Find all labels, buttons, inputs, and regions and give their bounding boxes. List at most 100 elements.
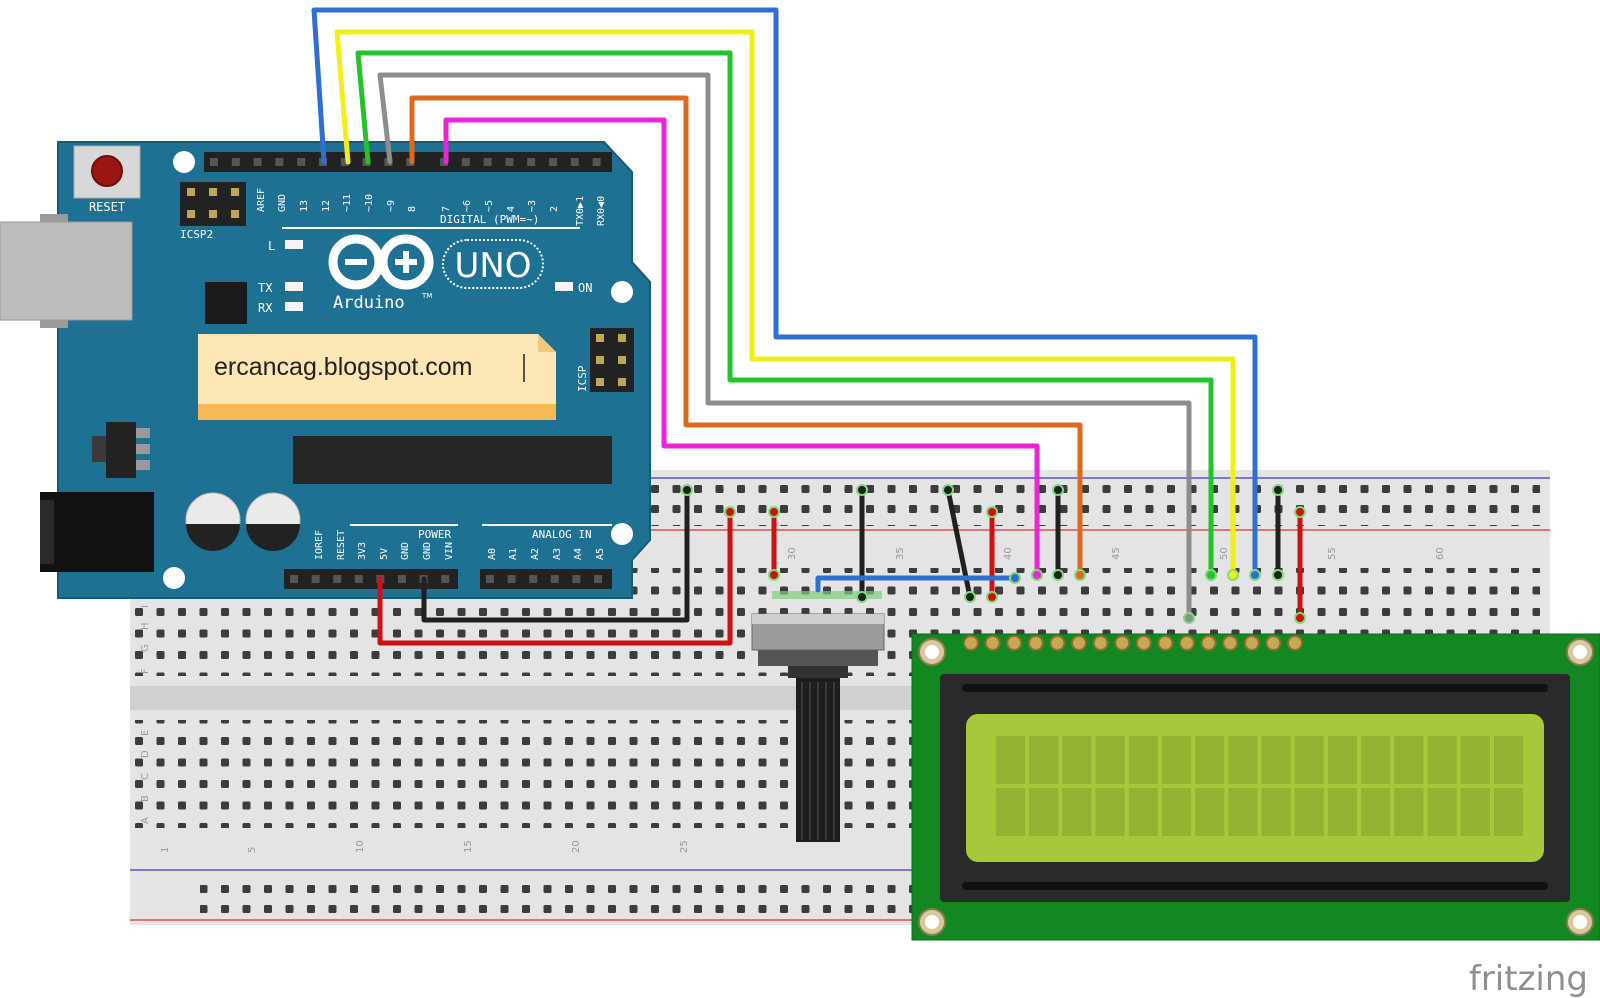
lcd-char-cell (1261, 736, 1291, 784)
lcd-header-pins (963, 635, 1303, 651)
lcd-pin (1092, 635, 1109, 651)
wire-end (1052, 484, 1064, 496)
header-pin (354, 575, 363, 583)
pin-label: TX0▶1 (575, 196, 586, 226)
lcd-char-cell (1261, 788, 1291, 836)
wire-end (986, 591, 998, 603)
wire-end (724, 506, 736, 518)
top-rail-holes (640, 482, 1540, 526)
header-pin (253, 158, 262, 166)
lcd-char-cell (1427, 788, 1457, 836)
lcd-pin (1179, 635, 1195, 651)
header-pin (594, 575, 602, 583)
pin-label: 2 (549, 206, 560, 212)
uno-badge (442, 239, 544, 289)
lcd-pin (1157, 635, 1174, 651)
lcd-char-cell (1195, 788, 1225, 836)
rx-led-label: RX (258, 301, 273, 315)
mounting-hole (611, 523, 633, 545)
lcd-pin (963, 635, 979, 651)
pin-label: 13 (299, 200, 310, 212)
header-pin (398, 575, 406, 583)
mounting-hole (611, 281, 633, 303)
header-pin (333, 575, 342, 583)
header-pin (507, 575, 516, 583)
on-led (555, 282, 573, 291)
capacitor (245, 492, 301, 551)
pin-label: A3 (552, 548, 563, 560)
lcd-pin (1287, 635, 1303, 651)
tx-led-label: TX (258, 281, 273, 295)
wire-blue-contrast (815, 575, 1018, 593)
pin-label: 12 (321, 200, 332, 212)
pin-label: ~5 (484, 200, 495, 212)
header-pin (340, 158, 349, 166)
col-number: 15 (463, 840, 474, 853)
pin-label: VIN (444, 542, 455, 560)
trademark: TM (421, 292, 432, 300)
col-number: 50 (1219, 547, 1230, 560)
wires (311, 7, 1303, 646)
wire-yellow (334, 29, 1236, 578)
lcd-pin (1027, 635, 1044, 651)
icsp-header (590, 328, 634, 392)
lcd-char-cell (1294, 736, 1324, 784)
pin-label: AREF (256, 188, 267, 212)
lcd-char-cell (1427, 736, 1457, 784)
fritzing-watermark: fritzing (1469, 959, 1588, 998)
col-number: 30 (787, 547, 798, 560)
reset-button-cap[interactable] (91, 155, 123, 187)
lcd-pin (1200, 635, 1217, 651)
header-pin (570, 158, 579, 166)
reset-label: RESET (89, 200, 125, 214)
row-letter: F (140, 668, 151, 674)
row-letter: G (140, 644, 151, 652)
lcd-pin (1114, 635, 1131, 651)
col-number: 10 (355, 840, 366, 853)
lcd-char-cell (1460, 736, 1490, 784)
uno-label: UNO (454, 246, 531, 286)
pin-label: 3V3 (357, 542, 368, 560)
header-pin (527, 158, 536, 166)
wire-black-gnd (421, 487, 690, 623)
potentiometer[interactable] (751, 591, 885, 842)
lcd-char-cell (1162, 788, 1191, 836)
digital-label: DIGITAL (PWM=~) (440, 213, 539, 226)
lcd-char-cell (1394, 736, 1424, 784)
note-sticker (198, 334, 556, 420)
pin-label: RESET (336, 530, 347, 560)
lcd-char-cell (1062, 736, 1092, 784)
pin-label: A2 (530, 548, 541, 560)
lcd-char-cell (1494, 736, 1523, 784)
col-number: 40 (1003, 547, 1014, 560)
arduino-uno-board: RESET ICSP2 AREF GND 13 12 ~11 ~10 ~9 8 … (0, 141, 651, 599)
col-number: 25 (679, 840, 690, 853)
header-pin (210, 158, 218, 166)
wire-end (1052, 569, 1064, 581)
row-letter: B (140, 795, 151, 802)
header-pin (486, 575, 494, 583)
bottom-rail-holes (200, 874, 920, 914)
lcd-char-cell (1128, 788, 1158, 836)
usb-connector (0, 221, 133, 321)
lcd-char-cell (996, 736, 1025, 784)
col-number: 5 (247, 847, 258, 853)
pin-label: A5 (595, 548, 606, 560)
lcd-char-cell (1029, 736, 1059, 784)
header-pin (529, 575, 538, 583)
pin-label: 7 (441, 206, 452, 212)
wire-end (681, 484, 693, 496)
usb-tab (40, 320, 68, 328)
lcd-char-cell (1062, 788, 1092, 836)
analog-header-pins (486, 575, 602, 583)
icsp-label: ICSP (576, 365, 589, 392)
lcd-char-cell (1494, 788, 1523, 836)
l-led (285, 240, 303, 249)
pin-label: ~3 (527, 200, 538, 212)
lcd-pin (984, 635, 1001, 651)
col-number: 1 (160, 847, 171, 853)
row-letter: E (140, 730, 151, 736)
row-letter: I (140, 605, 151, 608)
col-number: 45 (1111, 547, 1122, 560)
wire-magenta (443, 117, 1040, 578)
